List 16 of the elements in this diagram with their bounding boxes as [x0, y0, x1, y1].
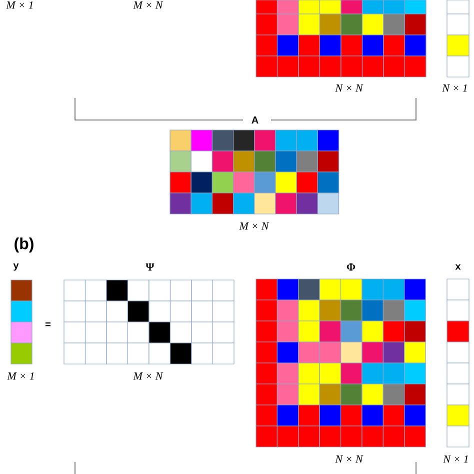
panel-label: (b): [14, 238, 34, 252]
matrix-name: Φ: [346, 263, 356, 271]
matrix-name: y: [13, 263, 19, 271]
dimension-label: M × N: [133, 372, 164, 380]
matrix-name: x: [455, 264, 461, 270]
dimension-label: N × 1: [443, 455, 468, 463]
dimension-label: M × 1: [7, 372, 34, 380]
equals-sign: =: [46, 322, 50, 326]
dimension-label: N × N: [335, 84, 364, 92]
dimension-label: M × N: [239, 222, 270, 230]
matrix-name: Ψ: [146, 263, 154, 271]
dimension-label: N × 1: [442, 84, 467, 92]
matrix-name: A: [252, 116, 258, 124]
dimension-label: M × N: [133, 1, 164, 9]
dimension-label: M × 1: [6, 1, 33, 9]
dimension-label: N × N: [335, 455, 364, 463]
